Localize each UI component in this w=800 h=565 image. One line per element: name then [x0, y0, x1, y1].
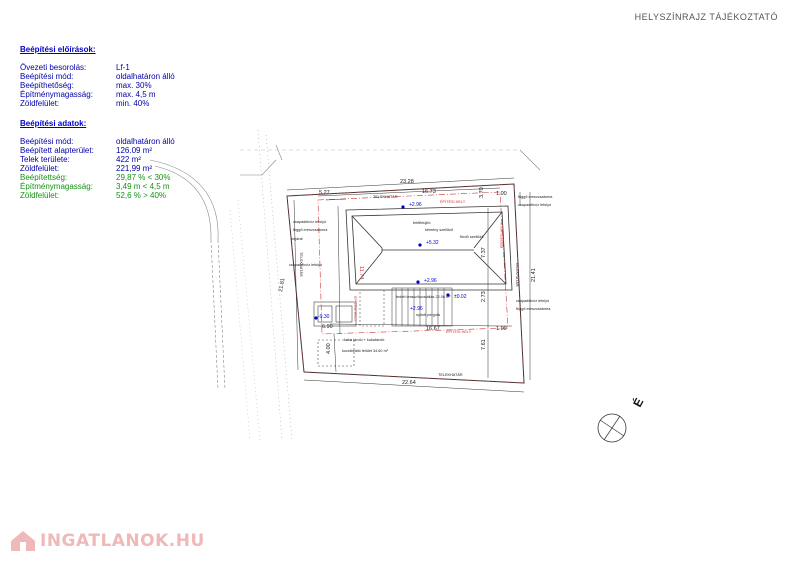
dim-16-67: 16.67: [426, 326, 440, 332]
label-zone-top: ÉPÍTÉSI HELY: [440, 199, 466, 204]
dim-22-64: 22.64: [402, 380, 416, 386]
label-covered-terrace: fedett terasz/kocsiállás 22.06 m²: [396, 295, 451, 299]
dim-11-74: 11.74: [358, 266, 364, 279]
level-minus-0-30: -0.30: [318, 314, 330, 320]
dim-3-70: 3.70: [479, 187, 485, 198]
label-gutter-1: függő ereszcsatorna: [293, 228, 328, 232]
label-roof-vent: tetőfelújító: [413, 221, 431, 225]
label-gutter-2: függő ereszcsatorna: [518, 195, 553, 199]
dim-1-00-top: 1.00: [496, 191, 507, 197]
dim-6-90: 6.90: [322, 324, 333, 330]
label-downpipe-4: csapadékvíz lefolyó: [516, 299, 549, 303]
label-boundary-right: TELEKHATÁR: [515, 262, 519, 287]
label-bin-storage: kuka tároló + kukatároló: [344, 338, 384, 342]
label-downpipe-3: csapadékvíz lefolyó: [289, 263, 322, 267]
dim-1-00-bottom: 1.00: [496, 326, 507, 332]
dim-5-27: 5.27: [319, 190, 330, 196]
dim-2-73: 2.73: [481, 291, 487, 302]
label-zone-right: ÉPÍTÉSI HELY: [499, 222, 504, 248]
label-boundary-bottom: TELEKHATÁR: [438, 373, 463, 377]
level-5-32: +5.32: [426, 240, 439, 246]
level-0-02: ±0.02: [454, 294, 467, 300]
label-boundary-left: TELEKHATÁR: [299, 252, 303, 277]
terrace-pergola: [359, 287, 453, 327]
level-2-96-terrace: +2.96: [410, 306, 423, 312]
label-open-pergola: nyitott pergola: [416, 313, 441, 317]
label-zone-bottom: ÉPÍTÉSI HELY: [446, 329, 472, 334]
label-downpipe-2: csapadékvíz lefolyó: [518, 203, 551, 207]
label-bath-vent: fürdő szellőző: [460, 235, 483, 239]
property-boundary: [286, 183, 525, 384]
dimension-lines: [286, 177, 531, 393]
dim-4-00: 4.00: [326, 343, 332, 354]
label-zone-left: ÉPÍTÉSI HELY: [353, 296, 358, 322]
label-entrance: bejárat: [291, 237, 304, 241]
label-gutter-3: függő ereszcsatorna: [516, 307, 551, 311]
dim-21-81: 21.81: [278, 278, 286, 293]
dimension-texts: 5.27 23.28 16.73 3.70 1.00 11.74 7.37 21…: [278, 179, 537, 386]
level-texts: +2.96 +5.32 +2.96 ±0.02 +2.96 -0.30: [318, 202, 467, 320]
ingatlanok-logo: INGATLANOK.HU: [8, 528, 205, 554]
regulations-title: Beépítési előírások:: [20, 45, 96, 54]
dim-21-41: 21.41: [531, 268, 537, 282]
dim-23-28: 23.28: [400, 179, 414, 185]
building-zone: [317, 191, 509, 335]
label-boundary-top: TELEKHATÁR: [373, 195, 398, 199]
dim-7-61: 7.61: [481, 339, 487, 350]
page-title: HELYSZÍNRAJZ TÁJÉKOZTATÓ: [634, 12, 778, 22]
level-markers: [314, 205, 450, 320]
label-chimney: kémény szellőző: [425, 228, 453, 232]
building-zone-labels: ÉPÍTÉSI HELY ÉPÍTÉSI HELY ÉPÍTÉSI HELY É…: [353, 199, 504, 334]
dim-16-73: 16.73: [422, 189, 436, 195]
label-downpipe-1: csapadékvíz lefolyó: [293, 220, 326, 224]
logo-text: INGATLANOK.HU: [40, 531, 205, 551]
level-2-96-mid: +2.96: [424, 278, 437, 284]
dim-7-37: 7.37: [481, 247, 487, 258]
north-letter: É: [629, 395, 646, 409]
label-parking: kocsibeálló felület 34.60 m²: [342, 349, 389, 353]
bin-storage: [313, 301, 357, 367]
level-2-96-top: +2.96: [409, 202, 422, 208]
house-logo-icon: [11, 531, 35, 551]
street-lines: [149, 129, 541, 441]
building-data-title: Beépítési adatok:: [20, 119, 87, 128]
north-arrow: É: [597, 395, 646, 443]
annotation-labels: csapadékvíz lefolyó függő ereszcsatorna …: [289, 195, 553, 377]
